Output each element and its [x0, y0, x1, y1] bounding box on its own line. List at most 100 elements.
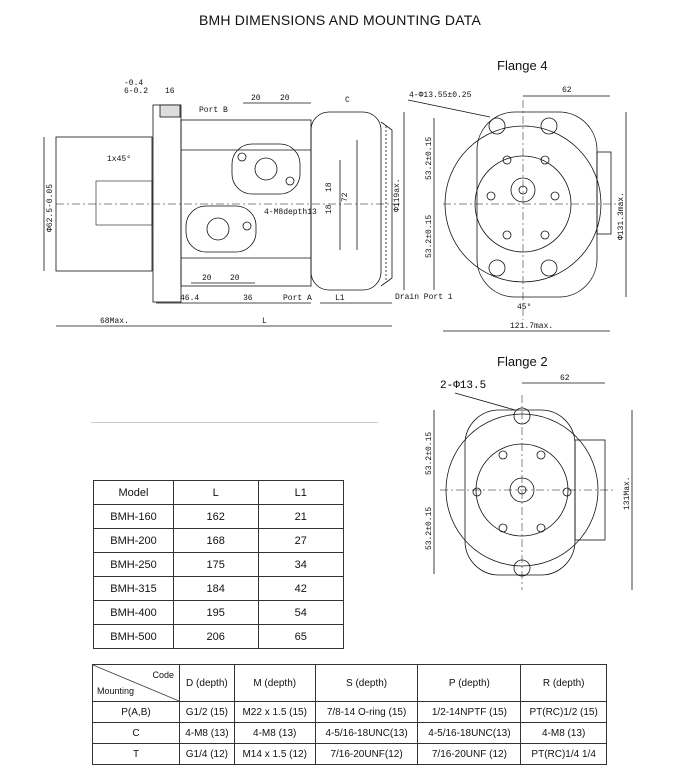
- cell-l: 175: [172, 552, 259, 577]
- dim-16: 16: [165, 87, 175, 96]
- cell-p: 7/16-20UNF (12): [417, 743, 522, 765]
- table-row: BMH-400 195 54: [93, 600, 345, 625]
- f2-upper-label: 53.2±0.15: [425, 432, 434, 475]
- cell-m: M22 x 1.5 (15): [233, 701, 316, 723]
- flange-2-drawing: [433, 382, 633, 590]
- cell-mounting: P(A,B): [92, 701, 180, 723]
- l1-label: L1: [335, 294, 345, 303]
- cell-l1: 21: [257, 504, 345, 529]
- divider: [91, 422, 378, 423]
- table-header-row: Code Mounting D (depth) M (depth) S (dep…: [92, 664, 607, 702]
- cell-s: 7/16-20UNF(12): [314, 743, 419, 765]
- f4-holes-label: 4-Φ13.55±0.25: [409, 91, 472, 100]
- cell-mounting: C: [92, 722, 180, 744]
- port-b-plate: [231, 143, 301, 195]
- f4-bottom-label: 121.7max.: [510, 322, 553, 331]
- shaft-key: [95, 180, 153, 226]
- port-a-plate: [185, 205, 257, 253]
- f2-holes-label: 2-Φ13.5: [440, 380, 486, 392]
- flange-2-label: Flange 2: [497, 354, 548, 369]
- dim-20-a: 20: [251, 94, 261, 103]
- cell-model: BMH-500: [93, 624, 174, 649]
- header-s: S (depth): [314, 664, 419, 702]
- f2-width-label: 62: [560, 374, 570, 383]
- cell-d: 4-M8 (13): [179, 722, 235, 744]
- table-header-row: Model L L1: [93, 480, 345, 505]
- diagonal-line: [93, 665, 179, 701]
- mounting-table: Code Mounting D (depth) M (depth) S (dep…: [92, 664, 607, 765]
- cell-r: PT(RC)1/4 1/4: [520, 743, 607, 765]
- chamfer-label: 1x45°: [107, 155, 131, 164]
- f4-width-label: 62: [562, 86, 572, 95]
- dim-20-c: 20: [202, 274, 212, 283]
- header-l: L: [172, 480, 259, 505]
- corner-code: Code: [152, 670, 174, 680]
- port-a-label: Port A: [283, 294, 312, 303]
- cell-l: 195: [172, 600, 259, 625]
- model-table: Model L L1 BMH-160 162 21 BMH-200 168 27…: [93, 480, 345, 649]
- f2-lower-label: 53.2±0.15: [425, 507, 434, 550]
- shaft-dia-label: Φ62.5-0.05: [46, 184, 55, 232]
- table-row: T G1/4 (12) M14 x 1.5 (12) 7/16-20UNF(12…: [92, 743, 607, 765]
- dim-36: 36: [243, 294, 253, 303]
- f4-lower-label: 53.2±0.15: [425, 215, 434, 258]
- cell-m: 4-M8 (13): [233, 722, 316, 744]
- f4-angle-label: 45°: [517, 303, 531, 312]
- table-row: BMH-160 162 21: [93, 504, 345, 529]
- dim-18-b: 18: [325, 204, 334, 214]
- f4-dia-label: Φ131.3max.: [617, 192, 626, 240]
- dim-20-d: 20: [230, 274, 240, 283]
- dim-20-b: 20: [280, 94, 290, 103]
- dim-46-4: 46.4: [180, 294, 199, 303]
- cell-d: G1/2 (15): [179, 701, 235, 723]
- l-label: L: [262, 317, 267, 326]
- header-model: Model: [93, 480, 174, 505]
- table-row: P(A,B) G1/2 (15) M22 x 1.5 (15) 7/8-14 O…: [92, 701, 607, 723]
- header-d: D (depth): [179, 664, 235, 702]
- page-title: BMH DIMENSIONS AND MOUNTING DATA: [198, 12, 481, 28]
- flange-4-drawing: [407, 95, 627, 332]
- table-row: BMH-200 168 27: [93, 528, 345, 553]
- table-row: BMH-500 206 65: [93, 624, 345, 649]
- f4-upper-label: 53.2±0.15: [425, 137, 434, 180]
- cell-model: BMH-250: [93, 552, 174, 577]
- tol-label: 6-0.2: [124, 87, 148, 96]
- cell-l1: 34: [257, 552, 345, 577]
- dim-18-a: 18: [325, 182, 334, 192]
- cell-r: 4-M8 (13): [520, 722, 607, 744]
- cell-d: G1/4 (12): [179, 743, 235, 765]
- flange-4-label: Flange 4: [497, 58, 548, 73]
- dia-119-label: Φ119ax.: [393, 178, 402, 212]
- table-row: C 4-M8 (13) 4-M8 (13) 4-5/16-18UNC(13) 4…: [92, 722, 607, 744]
- cell-l1: 42: [257, 576, 345, 601]
- cell-l1: 54: [257, 600, 345, 625]
- drain-label: Drain Port 1: [395, 293, 453, 302]
- cell-p: 1/2-14NPTF (15): [417, 701, 522, 723]
- cell-m: M14 x 1.5 (12): [233, 743, 316, 765]
- cell-mounting: T: [92, 743, 180, 765]
- corner-cell: Code Mounting: [92, 664, 180, 702]
- c-label: C: [345, 96, 350, 105]
- cell-l1: 65: [257, 624, 345, 649]
- header-r: R (depth): [520, 664, 607, 702]
- m8-label: 4-M8depth13: [264, 208, 317, 217]
- header-m: M (depth): [233, 664, 316, 702]
- cell-p: 4-5/16-18UNC(13): [417, 722, 522, 744]
- tol-top-label: -0.4: [124, 79, 143, 88]
- cell-model: BMH-315: [93, 576, 174, 601]
- cell-s: 4-5/16-18UNC(13): [314, 722, 419, 744]
- cell-model: BMH-400: [93, 600, 174, 625]
- mount-flange: [152, 104, 182, 303]
- cell-s: 7/8-14 O-ring (15): [314, 701, 419, 723]
- cell-r: PT(RC)1/2 (15): [520, 701, 607, 723]
- cell-l1: 27: [257, 528, 345, 553]
- cell-model: BMH-160: [93, 504, 174, 529]
- cell-l: 184: [172, 576, 259, 601]
- corner-mounting: Mounting: [97, 686, 135, 696]
- f2-height-label: 131Max.: [623, 476, 632, 510]
- cell-l: 168: [172, 528, 259, 553]
- cell-l: 206: [172, 624, 259, 649]
- cell-model: BMH-200: [93, 528, 174, 553]
- dim-68: 68Max.: [100, 317, 129, 326]
